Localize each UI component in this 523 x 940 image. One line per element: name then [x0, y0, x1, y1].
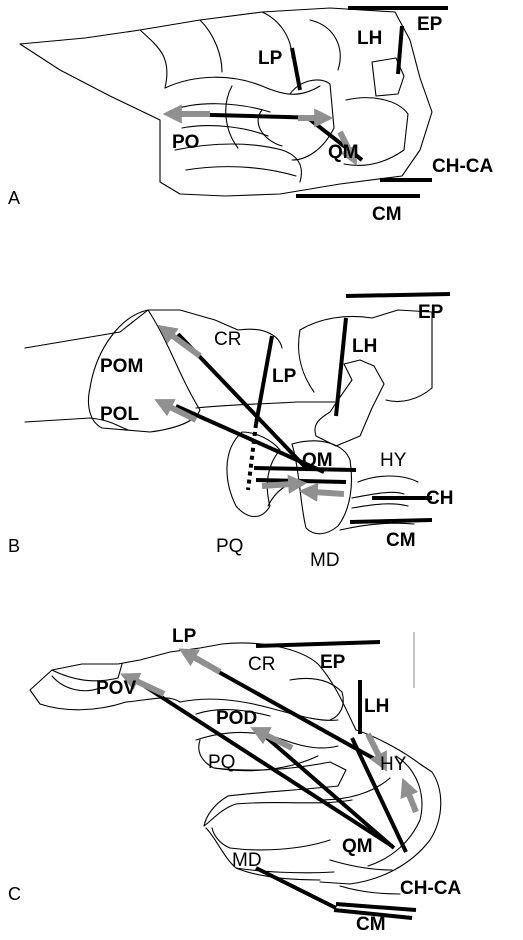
- label-qm: QM: [328, 142, 359, 163]
- panel-letter-a: A: [8, 188, 20, 208]
- label-hy: HY: [380, 754, 407, 775]
- label-pod: POD: [216, 708, 257, 729]
- label-cm: CM: [386, 530, 416, 551]
- label-cr: CR: [214, 329, 241, 350]
- panel-letter-c: C: [8, 884, 21, 904]
- label-lp: LP: [172, 626, 197, 647]
- pom-force-arrow: [170, 334, 200, 356]
- label-ch-ca: CH-CA: [400, 878, 461, 899]
- label-lh: LH: [364, 696, 389, 717]
- qm-muscle-line-lower: [256, 480, 346, 482]
- label-po: PO: [172, 132, 199, 153]
- label-cm: CM: [356, 914, 386, 935]
- label-pol: POL: [100, 404, 139, 425]
- lp-muscle-line: [292, 48, 300, 90]
- chca-muscle-line: [256, 868, 336, 908]
- ep-muscle-line: [256, 642, 380, 646]
- label-ch: CH: [426, 488, 453, 509]
- label-pom: POM: [100, 356, 143, 377]
- label-ep: EP: [418, 302, 444, 323]
- label-md: MD: [232, 850, 262, 871]
- lp-muscle-line-hidden: [248, 424, 256, 490]
- pov-muscle-line: [132, 678, 392, 846]
- label-hy: HY: [380, 450, 407, 471]
- label-ep: EP: [417, 14, 443, 35]
- lh-muscle-line: [336, 318, 346, 416]
- label-lh: LH: [352, 336, 377, 357]
- label-lp: LP: [272, 366, 297, 387]
- pov-force-arrow: [134, 680, 164, 694]
- panel-c: LP CR EP LH POV POD PQ HY QM MD CH-CA CM…: [8, 626, 461, 935]
- qm-force-arrow-lower: [408, 792, 416, 812]
- lp-muscle-line: [256, 336, 272, 424]
- panel-a: EP LH LP PO QM CH-CA CM A: [8, 8, 493, 225]
- label-pq: PQ: [208, 752, 235, 773]
- label-pov: POV: [96, 678, 136, 699]
- qm-force-arrow-right: [314, 492, 344, 494]
- label-lp: LP: [258, 48, 283, 69]
- ep-muscle-line: [346, 294, 450, 296]
- label-ep: EP: [320, 652, 346, 673]
- label-cr: CR: [248, 654, 275, 675]
- cm-muscle-line: [350, 520, 432, 522]
- label-lh: LH: [357, 28, 382, 49]
- panel-b: EP CR LH POM LP POL QM HY CH CM PQ MD B: [8, 294, 453, 571]
- panel-letter-b: B: [8, 536, 20, 556]
- qm-force-arrow-left: [262, 484, 292, 486]
- label-qm: QM: [342, 836, 373, 857]
- label-cm: CM: [372, 204, 402, 225]
- label-ch-ca: CH-CA: [432, 156, 493, 177]
- lh-muscle-line: [398, 26, 402, 74]
- lp-force-arrow: [192, 656, 220, 672]
- label-pq: PQ: [216, 536, 243, 557]
- label-qm: QM: [302, 450, 333, 471]
- cm-muscle-line-upper: [336, 904, 416, 910]
- label-md: MD: [310, 550, 340, 571]
